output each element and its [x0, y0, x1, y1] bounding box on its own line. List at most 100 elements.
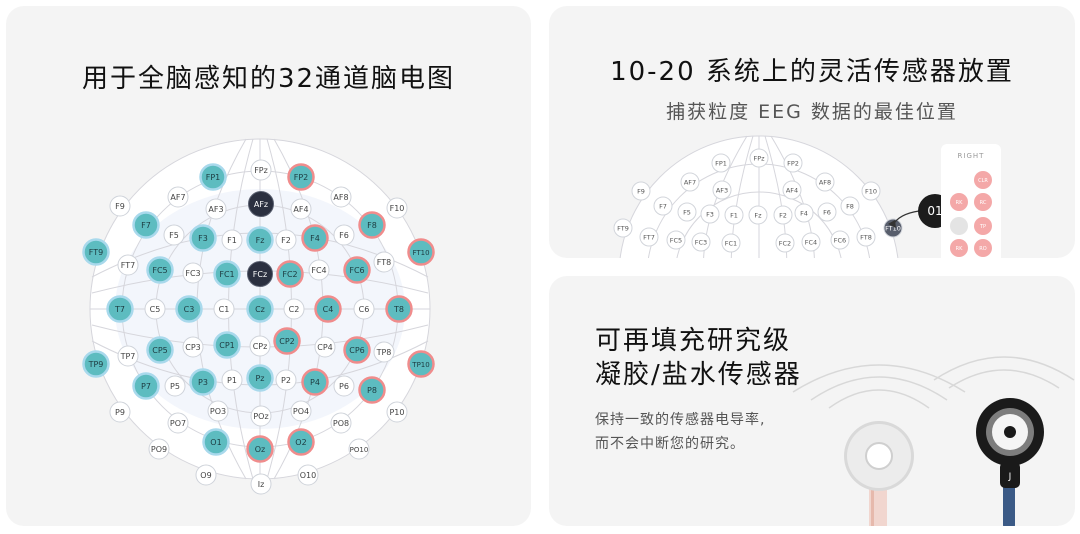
- mini-electrode-fpz: FPz: [749, 148, 769, 168]
- electrode-marker: [287, 163, 315, 191]
- mini-electrode-label: AF7: [684, 179, 696, 187]
- electrode-marker: [82, 350, 110, 378]
- mini-electrode-marker: [712, 180, 732, 200]
- electrode-marker: [189, 368, 217, 396]
- electrode-c3: C3: [175, 295, 203, 323]
- card-title: 10-20 系统上的灵活传感器放置: [610, 57, 1014, 87]
- electrode-label: O9: [200, 471, 211, 480]
- mini-electrode-ft10: FT10: [883, 218, 903, 238]
- electrode-o1: O1: [202, 428, 230, 456]
- mini-electrode-marker: [724, 205, 744, 225]
- electrode-c2: C2: [283, 298, 305, 320]
- electrode-marker: [358, 211, 386, 239]
- mini-electrode-marker: [677, 202, 697, 222]
- electrode-marker: [250, 473, 272, 495]
- electrode-marker: [343, 256, 371, 284]
- sensor-badge: J: [1008, 472, 1012, 482]
- electrode-fc6: FC6: [343, 256, 371, 284]
- mini-electrode-marker: [794, 203, 814, 223]
- electrode-p9: P9: [109, 401, 131, 423]
- card-title: 用于全脑感知的32通道脑电图: [81, 64, 456, 94]
- mini-electrode-fc5: FC5: [666, 230, 686, 250]
- electrode-f9: F9: [109, 195, 131, 217]
- electrode-c4: C4: [314, 295, 342, 323]
- title-line-2: 凝胶/盐水传感器: [595, 360, 802, 390]
- electrode-o10: O10: [297, 464, 319, 486]
- electrode-marker: [221, 229, 243, 251]
- panel-chip: RK: [950, 239, 968, 257]
- mini-electrode-f1: F1: [724, 205, 744, 225]
- mini-electrode-ft9: FT9: [613, 218, 633, 238]
- electrode-afz: AFz: [248, 191, 274, 217]
- electrode-cp1: CP1: [213, 331, 241, 359]
- mini-electrode-f6: F6: [817, 202, 837, 222]
- electrode-marker: [202, 428, 230, 456]
- electrode-label: TP8: [376, 348, 392, 357]
- electrode-label: P8: [367, 386, 377, 395]
- electrode-marker: [167, 412, 189, 434]
- panel-chip-marker: [950, 217, 968, 235]
- electrode-label: AF4: [293, 205, 308, 214]
- electrode-label: F4: [310, 234, 320, 243]
- electrode-marker: [308, 259, 330, 281]
- electrode-marker: [246, 364, 274, 392]
- electrode-p3: P3: [189, 368, 217, 396]
- electrode-label: P1: [227, 376, 237, 385]
- arrow-head-icon: [888, 220, 896, 228]
- electrode-af4: AF4: [290, 198, 312, 220]
- mini-electrode-label: F10: [865, 188, 877, 196]
- mini-electrode-marker: [830, 230, 850, 250]
- electrode-label: C2: [289, 305, 300, 314]
- mini-electrode-marker: [783, 153, 803, 173]
- mini-electrode-label: FPz: [753, 155, 765, 163]
- panel-chip-label: CLR: [978, 178, 988, 184]
- mini-electrode-label: F1: [730, 212, 738, 220]
- mini-electrode-label: FP2: [787, 160, 799, 168]
- electrode-label: F3: [198, 234, 208, 243]
- electrode-cp2: CP2: [273, 327, 301, 355]
- electrode-fc4: FC4: [308, 259, 330, 281]
- mini-electrode-af3: AF3: [712, 180, 732, 200]
- signal-waves-icon: [792, 356, 1075, 409]
- electrode-po3: PO3: [207, 400, 229, 422]
- electrode-ft9: FT9: [82, 238, 110, 266]
- mini-electrode-marker: [801, 232, 821, 252]
- mini-electrode-label: AF3: [716, 187, 728, 195]
- mini-electrode-marker: [773, 205, 793, 225]
- electrode-marker: [117, 345, 139, 367]
- electrode-f5: F5: [163, 224, 185, 246]
- mini-electrode-fz: Fz: [748, 205, 768, 225]
- mini-electrode-label: FC5: [670, 237, 682, 245]
- electrode-marker: [246, 295, 274, 323]
- electrode-p2: P2: [275, 369, 297, 391]
- electrode-marker: [297, 464, 319, 486]
- mini-electrode-label: F5: [683, 209, 691, 217]
- mini-electrode-marker: [700, 204, 720, 224]
- electrode-t7: T7: [106, 295, 134, 323]
- electrode-fcz: FCz: [247, 261, 273, 287]
- mini-electrode-marker: [666, 230, 686, 250]
- electrode-o9: O9: [195, 464, 217, 486]
- mini-electrode-marker: [775, 233, 795, 253]
- mini-electrode-marker: [856, 227, 876, 247]
- electrode-label: F8: [367, 221, 377, 230]
- electrode-po8: PO8: [330, 412, 352, 434]
- electrode-marker: [348, 438, 370, 460]
- electrode-marker: [132, 211, 160, 239]
- mini-electrode-fc1: FC1: [721, 233, 741, 253]
- electrode-label: C5: [150, 305, 161, 314]
- electrode-label: FC4: [311, 266, 326, 275]
- electrode-label: TP7: [120, 352, 136, 361]
- panel-chip: RC: [974, 193, 992, 211]
- electrode-ft7: FT7: [117, 254, 139, 276]
- electrode-marker: [386, 197, 408, 219]
- electrode-label: F5: [169, 231, 179, 240]
- electrode-marker: [109, 195, 131, 217]
- desc-line-2: 而不会中断您的研究。: [595, 436, 745, 452]
- electrode-ft8: FT8: [373, 251, 395, 273]
- electrode-label: AF8: [333, 193, 348, 202]
- electrode-marker: [330, 412, 352, 434]
